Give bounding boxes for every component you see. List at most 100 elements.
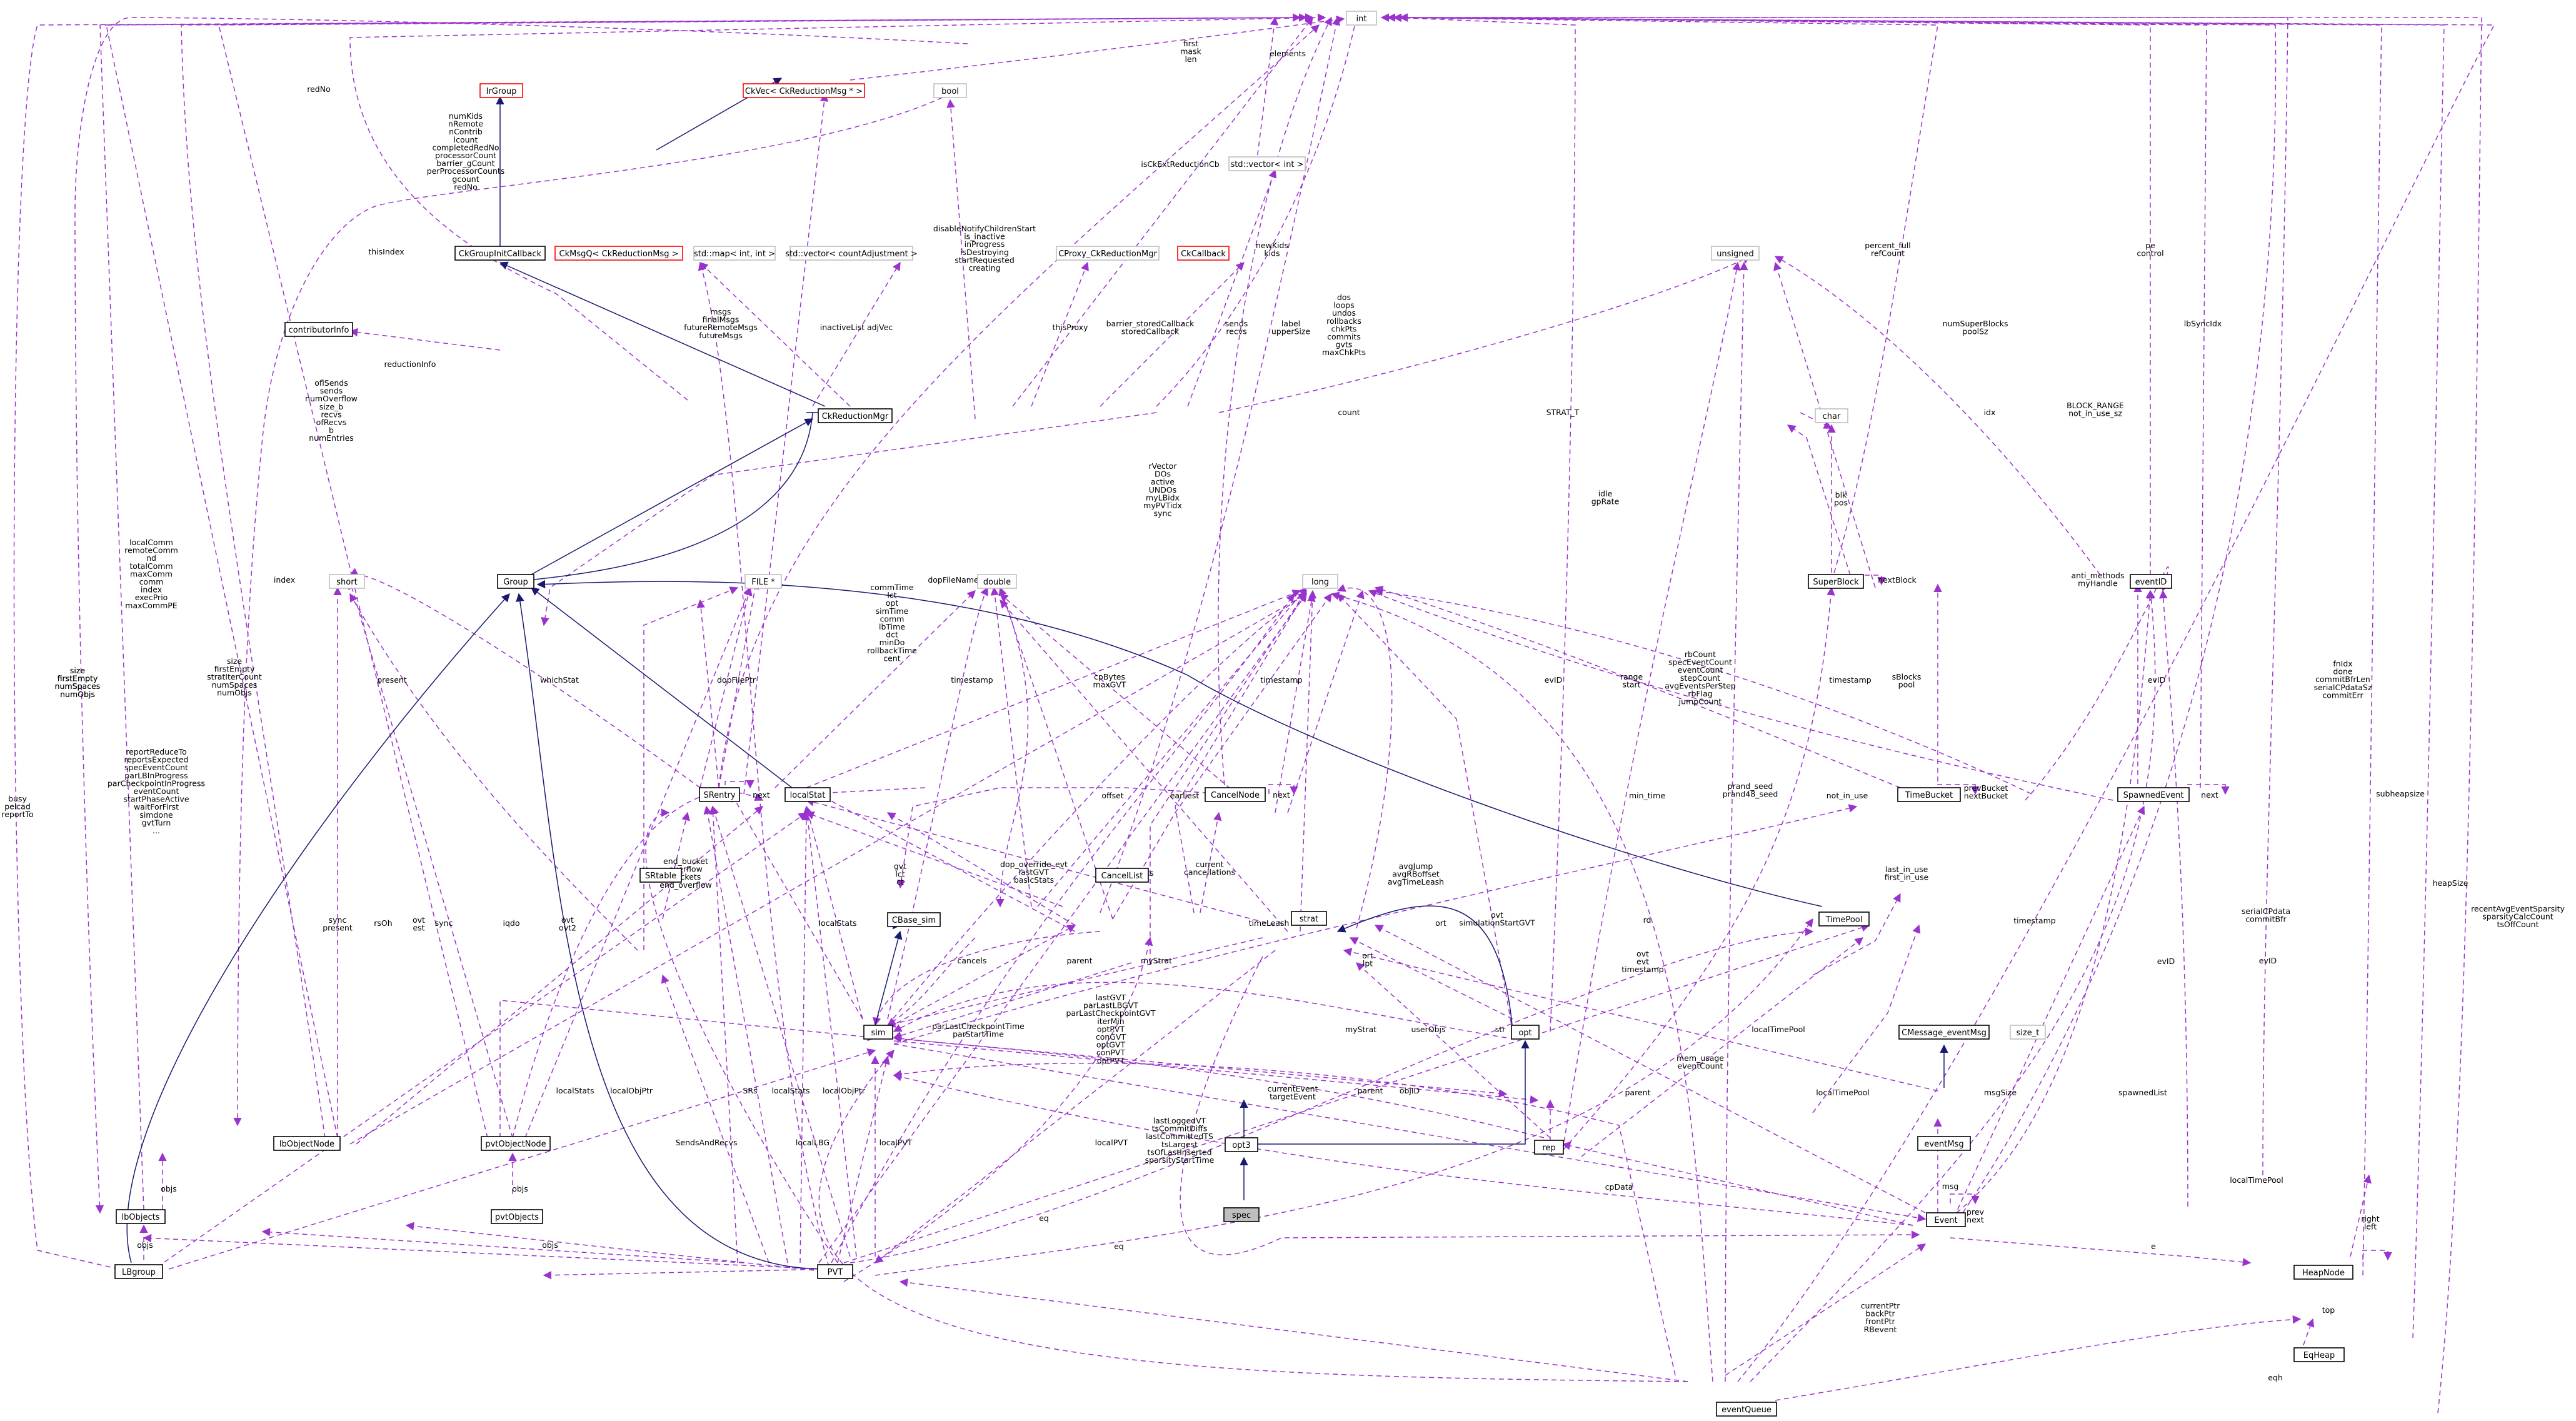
node-strat[interactable]: strat	[1291, 911, 1327, 926]
label-dopfilename: dopFileName	[928, 575, 979, 585]
node-lbobjects[interactable]: lbObjects	[116, 1209, 166, 1224]
edge-label-line: eq	[1039, 1213, 1049, 1223]
node-ckgroupinitcallback[interactable]: CkGroupInitCallback	[454, 246, 546, 261]
node-cancelnode[interactable]: CancelNode	[1205, 787, 1266, 802]
edge-label-line: timestamp	[1260, 675, 1302, 685]
node-cproxy-ckreductionmgr[interactable]: CProxy_CkReductionMgr	[1056, 246, 1160, 261]
node-sim[interactable]: sim	[863, 1025, 893, 1040]
node-unsigned[interactable]: unsigned	[1711, 246, 1760, 261]
edge-label-line: ovt	[413, 915, 425, 925]
edge-label-line: futureRemoteMsgs	[684, 323, 758, 332]
svg-text:contributorInfo: contributorInfo	[289, 326, 349, 335]
node-size-t[interactable]: size_t	[2010, 1025, 2046, 1040]
edge-label-line: lbSyncIdx	[2184, 319, 2222, 328]
edge-label-line: isDestroying	[960, 248, 1009, 257]
label-heapsize: heapSize	[2433, 878, 2468, 888]
node-char[interactable]: char	[1815, 408, 1848, 423]
edge-label-line: creating	[968, 263, 1000, 273]
svg-text:opt3: opt3	[1232, 1141, 1251, 1150]
node-map-int-int[interactable]: std::map< int, int >	[693, 246, 776, 261]
edge-label-line: timestamp	[951, 675, 993, 685]
node-srentry[interactable]: SRentry	[699, 787, 740, 802]
edge-label-line: perProcessorCounts	[427, 166, 505, 176]
node-lbobjectnode[interactable]: lbObjectNode	[273, 1136, 341, 1151]
edge-label-line: gvt	[894, 861, 906, 871]
edge-label-line: poolSz	[1962, 327, 1988, 336]
edge-label-line: finalMsgs	[703, 315, 739, 324]
edge-label-line: ort	[1362, 951, 1373, 960]
edge-label-line: sync	[1154, 509, 1172, 518]
node-ckreductionmgr[interactable]: CkReductionMgr	[818, 408, 893, 423]
node-opt[interactable]: opt	[1511, 1025, 1540, 1040]
edge-label-line: dopFilePtr	[717, 675, 756, 685]
edge-label-line: parent	[1625, 1088, 1651, 1097]
edge-label-line: eqh	[2268, 1373, 2283, 1382]
edge-label-line: opt	[886, 598, 899, 608]
edge-label-line: eq	[1114, 1242, 1124, 1251]
node-cbase-sim[interactable]: CBase_sim	[887, 912, 941, 927]
node-eventmsg[interactable]: eventMsg	[1917, 1136, 1971, 1151]
node-event[interactable]: Event	[1926, 1212, 1966, 1227]
node-ckcallback[interactable]: CkCallback	[1177, 246, 1230, 261]
node-file[interactable]: FILE *	[744, 574, 782, 589]
svg-text:SRtable: SRtable	[645, 871, 676, 881]
node-long[interactable]: long	[1302, 574, 1338, 589]
edge-label-line: blk	[1835, 490, 1847, 500]
node-srtable[interactable]: SRtable	[639, 868, 682, 883]
edge-label-line: parLastLBGVT	[1083, 1001, 1138, 1010]
node-contributorinfo[interactable]: contributorInfo	[284, 322, 353, 337]
node-vector-int[interactable]: std::vector< int >	[1228, 156, 1306, 171]
node-timepool[interactable]: TimePool	[1818, 911, 1870, 926]
node-pvtobjects[interactable]: pvtObjects	[491, 1209, 543, 1224]
node-rep[interactable]: rep	[1534, 1140, 1564, 1155]
node-irgroup[interactable]: IrGroup	[479, 83, 523, 98]
edge-label-line: timestamp	[1829, 675, 1871, 685]
svg-text:SpawnedEvent: SpawnedEvent	[2123, 791, 2184, 800]
label-sendsandrecvs: SendsAndRecvs	[676, 1138, 738, 1147]
edge-label-line: myLBidx	[1146, 493, 1180, 502]
node-localstat[interactable]: localStat	[784, 787, 831, 802]
node-eventqueue[interactable]: eventQueue	[1716, 1402, 1777, 1417]
edge-label-line: localStats	[818, 918, 856, 928]
node-pvt[interactable]: PVT	[817, 1264, 853, 1279]
node-pvtobjectnode[interactable]: pvtObjectNode	[481, 1136, 551, 1151]
edge-label-line: commTime	[870, 583, 914, 592]
node-spec[interactable]: spec	[1223, 1207, 1260, 1222]
node-bool[interactable]: bool	[933, 83, 967, 98]
node-timebucket[interactable]: TimeBucket	[1897, 787, 1961, 802]
node-opt3[interactable]: opt3	[1225, 1137, 1258, 1152]
edge-label-line: objID	[1400, 1086, 1420, 1095]
node-heapnode[interactable]: HeapNode	[2293, 1265, 2353, 1280]
node-lbgroup[interactable]: LBgroup	[114, 1264, 163, 1279]
edge-label-line: commitBfrLen	[2315, 675, 2370, 684]
node-spawnedevent[interactable]: SpawnedEvent	[2117, 787, 2190, 802]
node-superblock[interactable]: SuperBlock	[1808, 574, 1864, 589]
edge-label-line: parStartTime	[953, 1030, 1004, 1039]
node-ckvec-msg[interactable]: CkVec< CkReductionMsg * >	[743, 83, 865, 98]
edge-label-line: simdone	[139, 810, 173, 820]
node-group[interactable]: Group	[497, 574, 534, 589]
node-eqheap[interactable]: EqHeap	[2293, 1347, 2345, 1362]
node-double[interactable]: double	[977, 574, 1017, 589]
node-cmessage-eventmsg[interactable]: CMessage_eventMsg	[1898, 1025, 1990, 1040]
node-vector-countadjustment[interactable]: std::vector< countAdjustment >	[785, 246, 918, 261]
edge-label-line: cancellations	[1184, 868, 1235, 877]
node-int[interactable]: int	[1346, 11, 1377, 26]
edge-label-line: left	[2364, 1222, 2377, 1232]
svg-text:long: long	[1311, 578, 1329, 587]
edge-label-line: not_in_use	[1827, 791, 1868, 800]
edge-label-line: ovt	[1636, 949, 1649, 958]
node-short[interactable]: short	[329, 574, 365, 589]
node-cancellist[interactable]: CancelList	[1095, 868, 1149, 883]
node-eventid[interactable]: eventID	[2130, 574, 2172, 589]
label-msgsize: msgSize	[1984, 1088, 2017, 1097]
edge-label-line: evID	[2157, 957, 2175, 966]
node-ckmsgq[interactable]: CkMsgQ< CkReductionMsg >	[554, 246, 683, 261]
label-eq-b: eq	[1114, 1242, 1124, 1251]
